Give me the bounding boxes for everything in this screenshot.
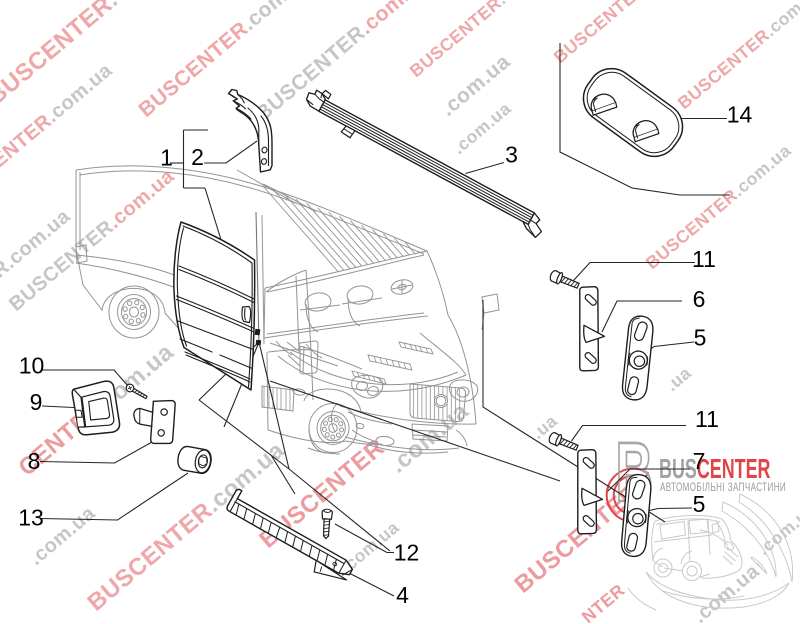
svg-text:8: 8 — [28, 448, 41, 474]
svg-text:5: 5 — [693, 491, 706, 517]
svg-text:10: 10 — [19, 353, 45, 379]
svg-text:11: 11 — [695, 406, 719, 432]
svg-text:9: 9 — [30, 389, 43, 415]
svg-text:2: 2 — [191, 144, 204, 170]
svg-text:АВТОМОБІЛЬНІ ЗАПЧАСТИНИ: АВТОМОБІЛЬНІ ЗАПЧАСТИНИ — [660, 482, 786, 495]
svg-text:12: 12 — [394, 540, 420, 566]
svg-text:3: 3 — [505, 142, 518, 168]
svg-text:4: 4 — [396, 582, 409, 608]
svg-text:7: 7 — [693, 448, 706, 474]
svg-text:5: 5 — [694, 325, 707, 351]
svg-text:13: 13 — [18, 505, 44, 531]
svg-text:1: 1 — [160, 145, 173, 171]
svg-text:14: 14 — [727, 102, 753, 128]
svg-text:11: 11 — [692, 246, 716, 272]
svg-text:6: 6 — [693, 286, 706, 312]
